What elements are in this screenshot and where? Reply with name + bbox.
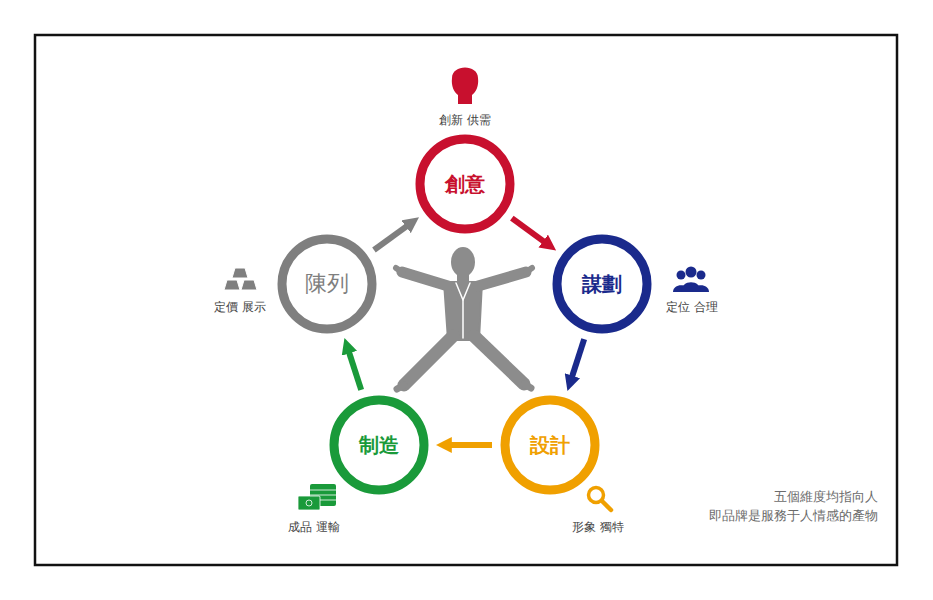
circle-label: 制造 [329,395,429,495]
cycle-arrow [374,224,410,250]
cycle-arrow [571,339,584,380]
cycle-circle: 陳列 [277,234,377,334]
frame [35,35,897,565]
people-icon [673,267,709,293]
cycle-circle: 設計 [500,395,600,495]
cycle-circle: 創意 [415,134,515,234]
icon-caption: 定價 展示 [214,299,266,316]
money-icon [298,484,336,510]
note-text: 五個維度均指向人 即品牌是服務于人情感的產物 [698,487,878,525]
circle-label: 創意 [415,134,515,234]
cycle-arrow [348,349,361,390]
human-figure [396,247,532,389]
circle-label: 謀劃 [552,234,652,334]
circle-label: 設計 [500,395,600,495]
cycle-arrow [512,218,547,244]
cycle-circle: 謀劃 [552,234,652,334]
icon-caption: 成品 運輸 [288,519,340,536]
cycle-arrow [447,442,492,448]
head-icon [452,68,478,105]
cycle-circle: 制造 [329,395,429,495]
icon-caption: 形象 獨特 [572,519,624,536]
gold-bars-icon [224,268,257,290]
magnifier-icon [589,488,612,511]
icon-caption: 創新 供需 [439,112,491,129]
circle-label: 陳列 [277,234,377,334]
icon-caption: 定位 合理 [666,299,718,316]
